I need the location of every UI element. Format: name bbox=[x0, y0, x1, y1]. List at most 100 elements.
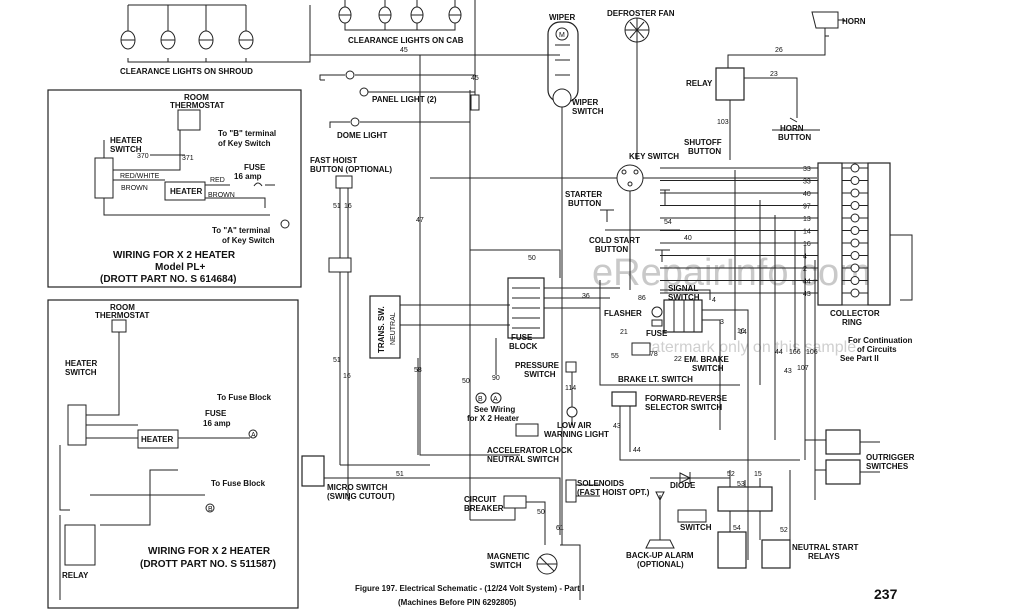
clearance-shroud-label: CLEARANCE LIGHTS ON SHROUD bbox=[120, 67, 253, 76]
solenoids-label-1: SOLENOIDS bbox=[577, 479, 625, 488]
heater1-redwhite: RED/WHITE bbox=[120, 173, 160, 180]
heater1-switch-2: SWITCH bbox=[110, 145, 142, 154]
collector-wire-number: 16 bbox=[803, 241, 811, 248]
wire-label-54b: 54 bbox=[733, 525, 741, 532]
wire-label-16: 16 bbox=[344, 203, 352, 210]
horn bbox=[727, 11, 845, 68]
shutoff-label-1: SHUTOFF bbox=[684, 138, 722, 147]
micro-label-1: MICRO SWITCH bbox=[327, 483, 388, 492]
heater1-wire-371: 371 bbox=[182, 155, 194, 162]
terminal-b-letter: B bbox=[478, 396, 483, 403]
heater2-switch-1: HEATER bbox=[65, 359, 98, 368]
neutral-start-label-2: RELAYS bbox=[808, 552, 840, 561]
key-switch bbox=[430, 164, 817, 290]
heater1-to-b-2: of Key Switch bbox=[218, 139, 271, 148]
solenoids bbox=[560, 479, 600, 600]
collector-wire-number: 43 bbox=[803, 291, 811, 298]
wire-label-90: 90 bbox=[492, 375, 500, 382]
low-air-label-1: LOW AIR bbox=[557, 421, 592, 430]
low-air-light bbox=[566, 406, 578, 418]
fwd-rev-wires bbox=[599, 280, 800, 461]
heater2-heater: HEATER bbox=[141, 435, 174, 444]
wire-label-45a: 45 bbox=[400, 47, 408, 54]
horn-label: HORN bbox=[842, 17, 866, 26]
collector-wire-number: 4 bbox=[803, 254, 807, 261]
heater2-diagram bbox=[59, 319, 258, 600]
heater1-heater: HEATER bbox=[170, 187, 203, 196]
wire-label-50: 50 bbox=[528, 255, 536, 262]
circuit-breaker-wire bbox=[470, 501, 546, 545]
relay-cluster bbox=[717, 470, 791, 569]
defroster-fan bbox=[624, 17, 650, 160]
em-brake-switch bbox=[631, 342, 651, 356]
magnetic-label-1: MAGNETIC bbox=[487, 552, 530, 561]
collector-ring-contact bbox=[850, 251, 860, 260]
wire-label-103: 103 bbox=[717, 119, 729, 126]
fuse-label: FUSE bbox=[646, 329, 668, 338]
wire-label-36: 36 bbox=[582, 293, 590, 300]
fuse-block bbox=[469, 90, 620, 520]
heater1-title-3: (DROTT PART NO. S 614684) bbox=[100, 274, 237, 285]
signal-label-2: SWITCH bbox=[668, 293, 700, 302]
see-wiring-1: See Wiring bbox=[474, 405, 515, 414]
collector-ring-contact bbox=[850, 276, 860, 285]
heater2-room-2: THERMOSTAT bbox=[95, 311, 149, 320]
collector-ring-contact bbox=[850, 238, 860, 248]
fuse-symbol bbox=[651, 319, 663, 327]
terminal-a-letter: A bbox=[493, 396, 498, 403]
wire-47 bbox=[419, 55, 520, 456]
heater1-red: RED bbox=[210, 177, 225, 184]
watermark-brand: eRepairInfo.com bbox=[592, 252, 871, 294]
wire-label-21: 21 bbox=[620, 329, 628, 336]
horn-button-label-1: HORN bbox=[780, 124, 804, 133]
collector-ring-contact bbox=[850, 263, 860, 273]
collector-ring-contact bbox=[850, 188, 860, 198]
heater1-wire-370: 370 bbox=[137, 153, 149, 160]
accelerator-lock-switch bbox=[515, 423, 539, 437]
wire-label-52b: 52 bbox=[780, 527, 788, 534]
wire-label-40: 40 bbox=[684, 235, 692, 242]
wire-label-107: 107 bbox=[797, 365, 809, 372]
signal-switch bbox=[660, 289, 749, 560]
panel-light bbox=[319, 70, 480, 128]
heater2-terminal-a: A bbox=[251, 432, 256, 439]
wire-label-47: 47 bbox=[416, 217, 424, 224]
see-wiring-2: for X 2 Heater bbox=[467, 414, 519, 423]
neutral-start-label-1: NEUTRAL START bbox=[792, 543, 858, 552]
heater2-terminal-b: B bbox=[208, 506, 213, 513]
low-air-label-2: WARNING LIGHT bbox=[544, 430, 609, 439]
accel-label-2: NEUTRAL SWITCH bbox=[487, 455, 559, 464]
terminal-b bbox=[475, 392, 487, 404]
svg-text:M: M bbox=[559, 32, 565, 39]
wire-label-78: 78 bbox=[650, 351, 658, 358]
signal-label-1: SIGNAL bbox=[668, 284, 698, 293]
fast-hoist-label-2: BUTTON (OPTIONAL) bbox=[310, 165, 392, 174]
forward-reverse-switch bbox=[611, 391, 637, 407]
continuation-label-3: See Part II bbox=[840, 354, 879, 363]
wiper-switch-label-2: SWITCH bbox=[572, 107, 604, 116]
heater1-title-1: WIRING FOR X 2 HEATER bbox=[113, 250, 236, 261]
wire-label-45b: 45 bbox=[471, 75, 479, 82]
heater2-fuse-2: 16 amp bbox=[203, 419, 231, 428]
pressure-switch bbox=[565, 361, 577, 373]
wire-label-114: 114 bbox=[565, 385, 576, 392]
wiper-motor: M bbox=[547, 21, 579, 545]
wire-label-23: 23 bbox=[770, 71, 778, 78]
heater2-switch-2: SWITCH bbox=[65, 368, 97, 377]
wire-label-53: 53 bbox=[737, 481, 745, 488]
heater1-brown-1: BROWN bbox=[121, 185, 148, 192]
flasher bbox=[651, 306, 663, 318]
horn-relay bbox=[715, 67, 798, 160]
wire-label-166: 166 bbox=[789, 349, 801, 356]
collector-ring-contact bbox=[850, 213, 860, 223]
wire-51-micro bbox=[324, 477, 561, 535]
collector-ring-contact bbox=[850, 288, 860, 298]
heater1-fuse-2: 16 amp bbox=[234, 172, 262, 181]
wire-label-44b: 44 bbox=[775, 349, 783, 356]
continuation-label-2: of Circuits bbox=[857, 345, 897, 354]
heater2-to-fuse-1: To Fuse Block bbox=[217, 393, 272, 402]
wire-label-4: 4 bbox=[712, 297, 716, 304]
fuse-block-label-2: BLOCK bbox=[509, 342, 538, 351]
collector-label-2: RING bbox=[842, 318, 862, 327]
